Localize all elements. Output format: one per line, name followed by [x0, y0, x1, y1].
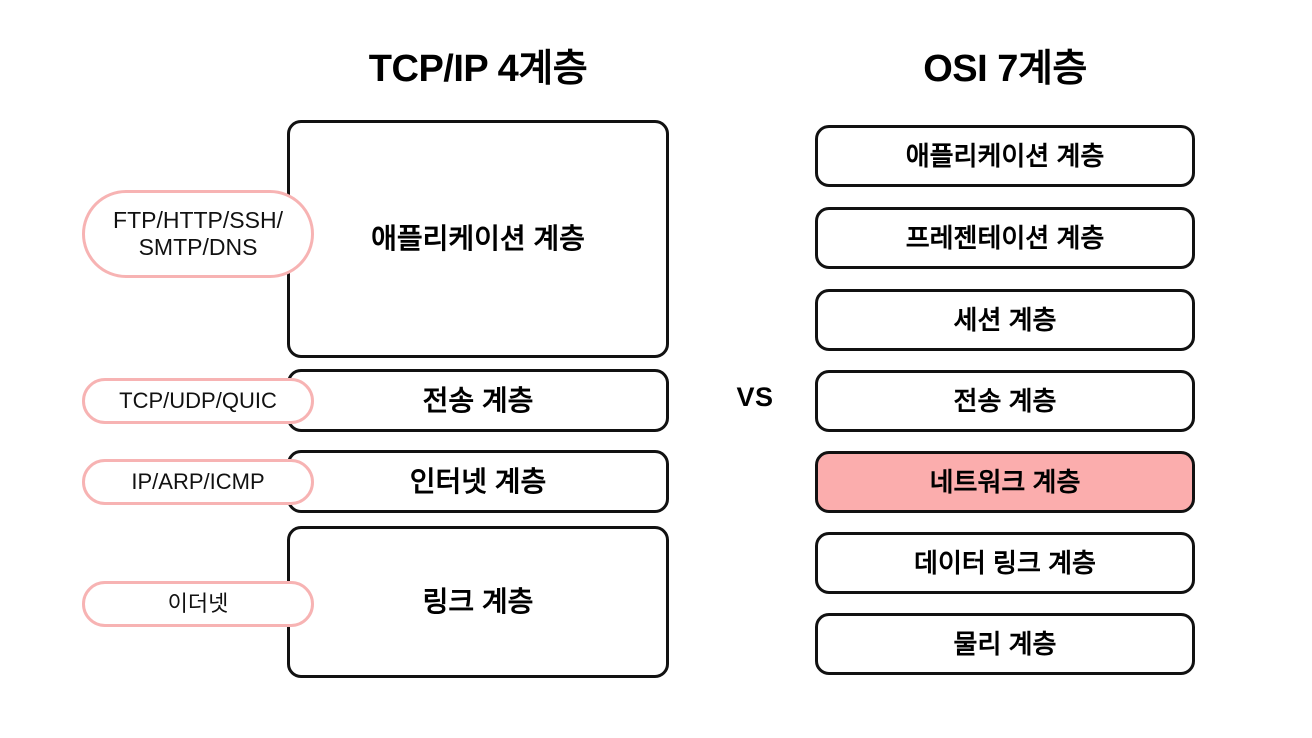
tcpip-layer-link: 링크 계층 — [287, 526, 669, 678]
osi-layer-presentation: 프레젠테이션 계층 — [815, 207, 1195, 269]
osi-layer-label: 데이터 링크 계층 — [914, 548, 1096, 578]
tcpip-layer-label: 링크 계층 — [422, 586, 534, 617]
protocol-pill-line1: IP/ARP/ICMP — [131, 469, 265, 495]
osi-layer-label: 물리 계층 — [953, 629, 1057, 659]
versus-label: VS — [736, 382, 774, 412]
tcpip-layer-label: 애플리케이션 계층 — [371, 223, 585, 254]
tcpip-layer-label: 인터넷 계층 — [409, 465, 547, 497]
tcpip-layer-internet: 인터넷 계층 — [287, 450, 669, 513]
protocol-pill-transport: TCP/UDP/QUIC — [82, 378, 314, 424]
tcpip-column-title: TCP/IP 4계층 — [368, 48, 588, 90]
tcpip-layer-transport: 전송 계층 — [287, 369, 669, 432]
osi-layer-label: 전송 계층 — [953, 386, 1057, 416]
protocol-pill-application: FTP/HTTP/SSH/ SMTP/DNS — [82, 190, 314, 278]
osi-layer-network: 네트워크 계층 — [815, 451, 1195, 513]
osi-column-title: OSI 7계층 — [923, 48, 1087, 90]
osi-layer-label: 세션 계층 — [953, 305, 1057, 335]
protocol-pill-line1: FTP/HTTP/SSH/ — [113, 206, 283, 233]
osi-layer-label: 네트워크 계층 — [929, 467, 1081, 497]
osi-layer-application: 애플리케이션 계층 — [815, 125, 1195, 187]
tcpip-layer-label: 전송 계층 — [422, 384, 534, 416]
osi-layer-label: 프레젠테이션 계층 — [905, 223, 1105, 253]
osi-layer-session: 세션 계층 — [815, 289, 1195, 351]
protocol-pill-text: FTP/HTTP/SSH/ SMTP/DNS — [113, 207, 283, 261]
protocol-pill-internet: IP/ARP/ICMP — [82, 459, 314, 505]
protocol-pill-line1: 이더넷 — [167, 591, 229, 617]
tcpip-layer-application: 애플리케이션 계층 — [287, 120, 669, 358]
osi-layer-data-link: 데이터 링크 계층 — [815, 532, 1195, 594]
protocol-pill-line1: TCP/UDP/QUIC — [119, 388, 277, 414]
osi-layer-label: 애플리케이션 계층 — [905, 141, 1105, 171]
osi-layer-transport: 전송 계층 — [815, 370, 1195, 432]
protocol-pill-link: 이더넷 — [82, 581, 314, 627]
protocol-pill-line2: SMTP/DNS — [138, 234, 258, 260]
osi-layer-physical: 물리 계층 — [815, 613, 1195, 675]
